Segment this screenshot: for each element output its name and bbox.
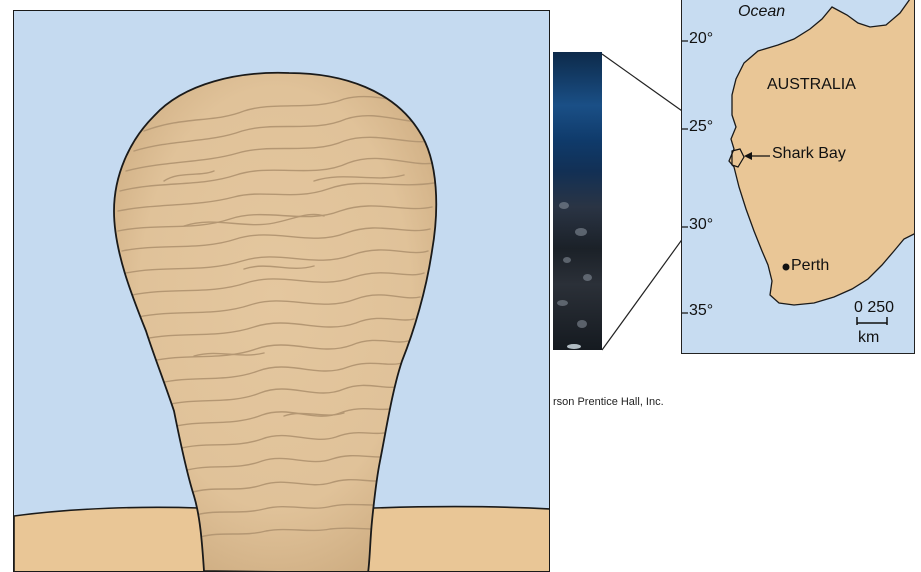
latitude-label-35: 35° [689, 302, 713, 320]
latitude-label-30: 30° [689, 216, 713, 234]
location-map: Ocean AUSTRALIA Shark Bay Perth 20° 25° … [681, 0, 915, 354]
stromatolite-illustration [13, 10, 550, 572]
ocean-label: Ocean [738, 3, 785, 21]
country-label: AUSTRALIA [767, 76, 856, 94]
scale-numbers: 0 250 [854, 299, 894, 317]
stromatolite-body [114, 73, 436, 572]
latitude-label-20: 20° [689, 30, 713, 48]
stromatolite-photo [553, 52, 602, 350]
copyright-credit: rson Prentice Hall, Inc. [553, 396, 664, 408]
city-label: Perth [791, 257, 829, 275]
latitude-label-25: 25° [689, 118, 713, 136]
scale-unit: km [858, 329, 879, 347]
perth-marker [783, 264, 790, 271]
site-label: Shark Bay [772, 145, 846, 163]
